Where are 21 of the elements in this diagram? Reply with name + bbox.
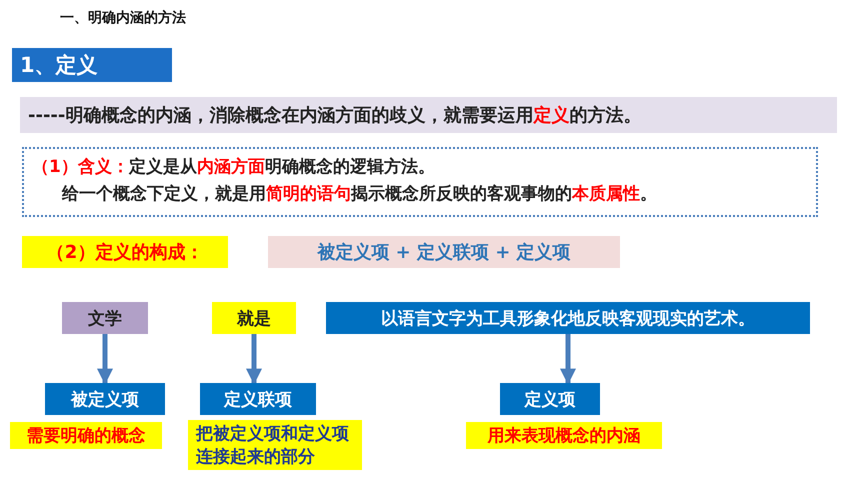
- explanation-label: 把被定义项和定义项连接起来的部分: [188, 420, 362, 470]
- term-box: 文学: [62, 302, 148, 334]
- arrow: [246, 334, 262, 385]
- definition-text: 定义是从内涵方面明确概念的逻辑方法。: [128, 157, 435, 177]
- arrow: [97, 334, 113, 385]
- definition-text: 给一个概念下定义，就是用简明的语句揭示概念所反映的客观事物的本质属性。: [62, 184, 657, 204]
- term-box: 就是: [212, 302, 296, 334]
- slide-title: 一、明确内涵的方法: [60, 9, 186, 27]
- explanation-label: 用来表现概念的内涵: [466, 422, 662, 449]
- explanation-label: 需要明确的概念: [10, 422, 162, 449]
- part-box: 定义项: [500, 383, 600, 415]
- part-box: 被定义项: [45, 383, 165, 415]
- formula-box: 被定义项 + 定义联项 + 定义项: [268, 236, 620, 268]
- arrow: [560, 334, 576, 385]
- section-heading: 1、定义: [12, 48, 172, 82]
- intro-band: -----明确概念的内涵，消除概念在内涵方面的歧义，就需要运用定义的方法。: [20, 97, 837, 133]
- term-box: 以语言文字为工具形象化地反映客观现实的艺术。: [326, 302, 810, 334]
- heading-label: （2）定义的构成：: [22, 236, 228, 268]
- panel-heading: （1）含义：: [32, 157, 129, 177]
- part-box: 定义联项: [200, 383, 316, 415]
- definition-panel: [22, 147, 818, 217]
